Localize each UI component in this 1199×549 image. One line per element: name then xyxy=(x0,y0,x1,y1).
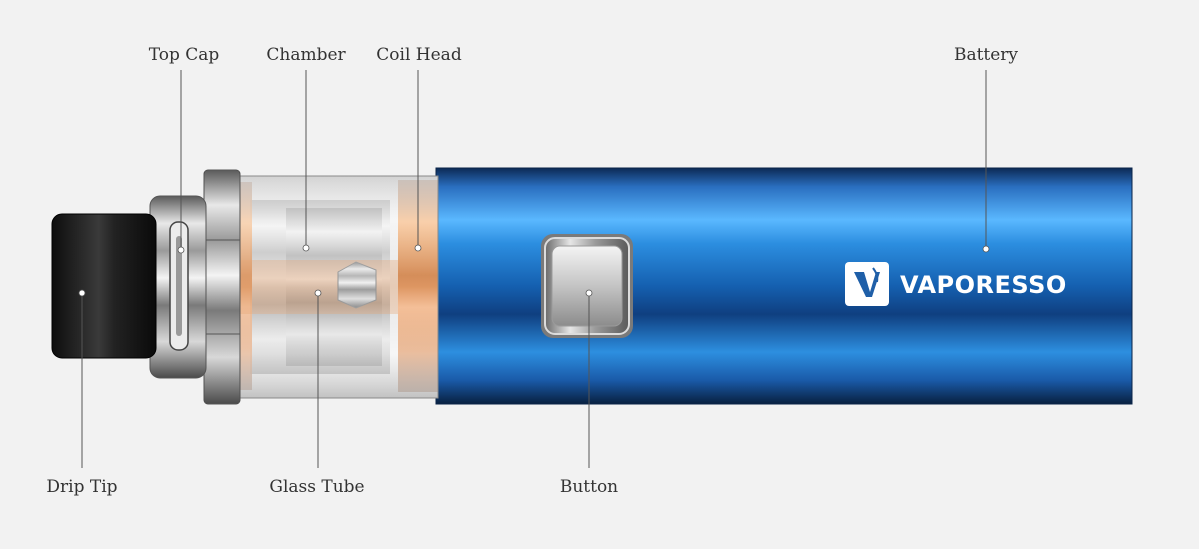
label-coil-head: Coil Head xyxy=(376,45,462,65)
label-glass-tube: Glass Tube xyxy=(269,477,364,497)
label-top-cap: Top Cap xyxy=(149,45,220,65)
label-chamber: Chamber xyxy=(266,45,346,65)
drip-tip xyxy=(52,214,156,358)
fire-button[interactable] xyxy=(541,234,633,338)
brand-logo: VAPORESSO xyxy=(845,262,1067,306)
brand-name: VAPORESSO xyxy=(900,271,1067,299)
tank-assembly xyxy=(51,169,439,405)
label-battery: Battery xyxy=(954,45,1018,65)
label-drip-tip: Drip Tip xyxy=(46,477,117,497)
label-button: Button xyxy=(560,477,618,497)
